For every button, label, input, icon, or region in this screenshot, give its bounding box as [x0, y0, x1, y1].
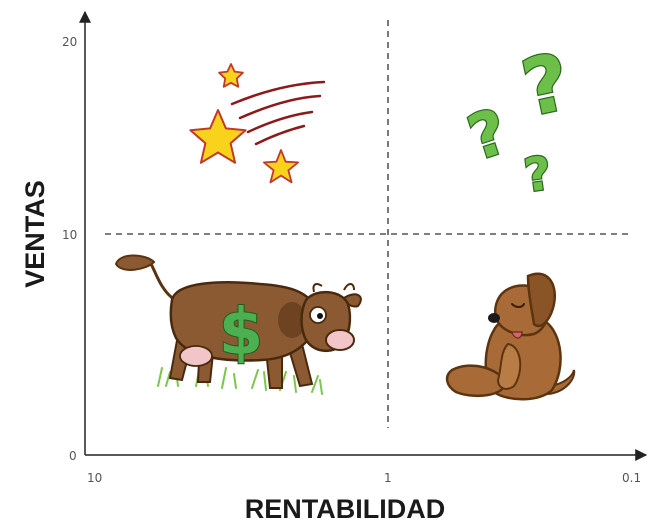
dog-front-leg [496, 342, 522, 390]
cow-spot [278, 302, 306, 338]
dog-eye [511, 303, 525, 308]
cow-tail [148, 261, 176, 302]
question-marks-illustration: ? ? ? [458, 36, 579, 204]
cow-tail-tuft [114, 254, 156, 271]
shooting-stars-illustration [189, 63, 326, 184]
dollar-sign-icon: $ [219, 296, 264, 370]
y-axis-title: VENTAS [20, 180, 50, 288]
large-star-icon [189, 109, 247, 164]
x-tick-10: 10 [87, 471, 102, 485]
dog-nose [488, 313, 500, 323]
motion-streak-3 [246, 110, 314, 134]
question-mark-icon-medium: ? [459, 94, 516, 175]
question-mark-icon-small: ? [521, 145, 555, 202]
y-tick-0: 0 [69, 449, 77, 463]
motion-streak-2 [238, 94, 322, 120]
y-tick-10: 10 [62, 228, 77, 242]
dog-back-leg [445, 364, 508, 398]
small-star-icon [218, 63, 244, 88]
x-tick-1: 1 [384, 471, 392, 485]
dog-ear [526, 272, 557, 328]
question-mark-icon-large: ? [515, 37, 578, 134]
x-tick-0-1: 0.1 [622, 471, 641, 485]
cash-cow-illustration: $ [114, 254, 362, 395]
x-axis-title: RENTABILIDAD [245, 494, 445, 524]
y-tick-20: 20 [62, 35, 77, 49]
cow-horn [312, 283, 355, 293]
cow-udder [179, 345, 213, 367]
dog-tongue [511, 331, 523, 339]
motion-streak-1 [230, 80, 326, 106]
sad-dog-illustration [445, 272, 576, 401]
medium-star-icon [262, 149, 300, 184]
motion-streak-4 [254, 124, 306, 146]
cow-muzzle [325, 329, 355, 351]
cow-pupil [317, 313, 323, 319]
